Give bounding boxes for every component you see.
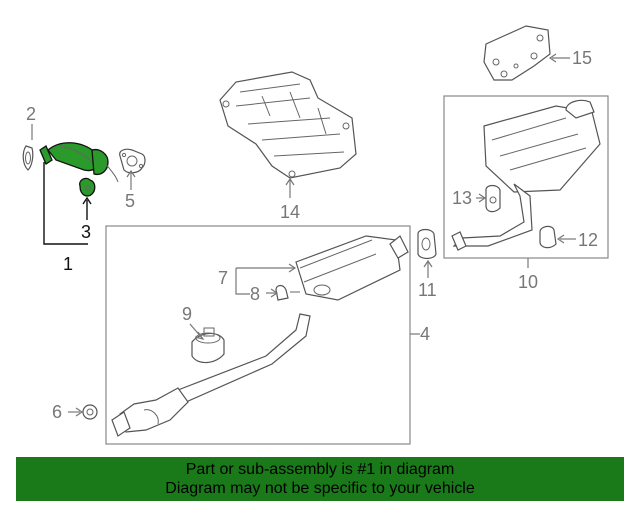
part-1-front-pipe[interactable] — [39, 142, 119, 183]
part-4-resonator[interactable] — [295, 235, 409, 301]
part-5-flange-gasket[interactable] — [119, 148, 146, 174]
part-12-insulator[interactable] — [539, 225, 557, 249]
part-10-assembly-box — [443, 95, 609, 259]
callout-5[interactable]: 5 — [125, 191, 135, 211]
part-13-hanger[interactable] — [485, 184, 501, 213]
part-8-hanger[interactable] — [275, 284, 300, 301]
callout-8[interactable]: 8 — [250, 284, 260, 304]
callout-7[interactable]: 7 — [218, 268, 228, 288]
callout-4[interactable]: 4 — [420, 324, 430, 344]
info-banner: Part or sub-assembly is #1 in diagram Di… — [16, 457, 624, 501]
part-2-gasket[interactable] — [22, 145, 34, 171]
part-6-grommet[interactable] — [82, 404, 98, 420]
callout-3[interactable]: 3 — [81, 222, 91, 242]
part-14-heat-shield[interactable] — [219, 71, 357, 179]
callout-10[interactable]: 10 — [518, 272, 538, 292]
callout-14[interactable]: 14 — [280, 202, 300, 222]
exhaust-parts-diagram: 1 2 3 4 5 6 7 8 9 10 11 12 13 14 15 — [22, 25, 609, 445]
callout-11[interactable]: 11 — [418, 280, 437, 300]
part-4-center-pipe[interactable] — [111, 313, 311, 437]
part-4-assembly-box — [105, 225, 411, 445]
part-15-bracket[interactable] — [483, 25, 551, 81]
callout-2[interactable]: 2 — [26, 104, 36, 124]
part-9-clamp[interactable] — [191, 327, 225, 364]
callout-6[interactable]: 6 — [52, 402, 62, 422]
part-10-muffler[interactable] — [451, 99, 601, 251]
part-11-gasket[interactable] — [417, 228, 437, 260]
callout-12[interactable]: 12 — [578, 230, 598, 250]
callout-13[interactable]: 13 — [452, 188, 472, 208]
banner-line-2: Diagram may not be specific to your vehi… — [165, 480, 475, 497]
part-3-sensor-highlight[interactable] — [79, 177, 96, 197]
callout-15[interactable]: 15 — [572, 48, 592, 68]
callout-1[interactable]: 1 — [63, 254, 73, 274]
banner-line-1: Part or sub-assembly is #1 in diagram — [185, 461, 455, 478]
callout-9[interactable]: 9 — [182, 304, 192, 324]
